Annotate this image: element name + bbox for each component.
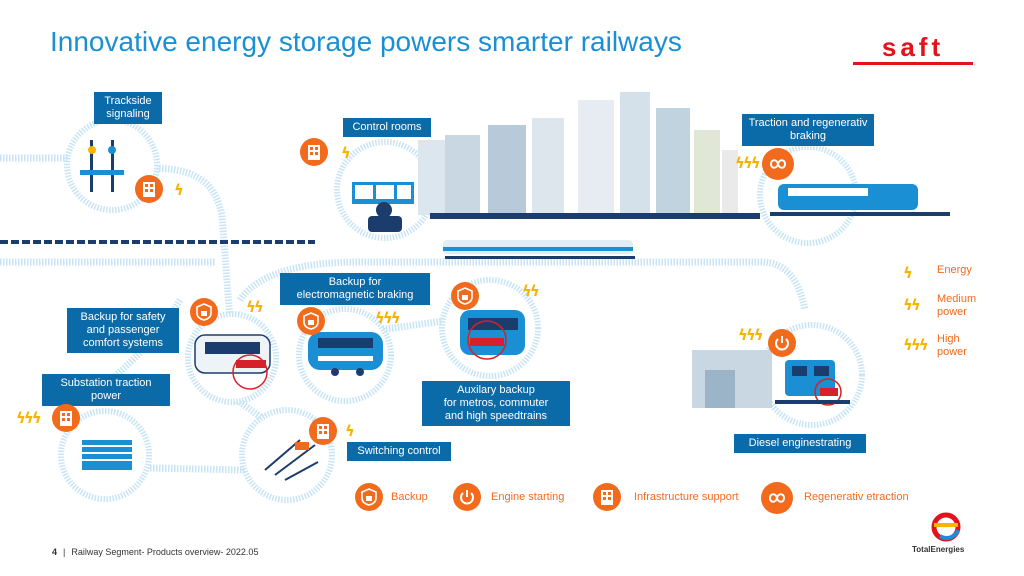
power-icon [768,329,796,357]
legend-energy-bolt-icon: ϟ [903,264,913,282]
diesel-locomotive [775,360,850,406]
label-switching-control: Switching control [347,442,451,461]
footer: 4 | Railway Segment- Products overview- 20… [52,547,258,557]
label-control-rooms: Control rooms [343,118,431,137]
legend-shield-lock-icon [355,483,383,511]
legend-medium-label: Medium power [937,293,977,318]
switching-tracks [264,439,319,481]
regional-train [194,334,271,390]
label-backup-safety-comfort: Backup for safety and passenger comfort … [67,308,179,353]
label-substation-traction-power: Substation traction power [42,374,170,406]
legend-medium-bolt-icon: ϟϟ [903,296,921,314]
label-auxiliary-backup: Auxilary backup for metros, commuter and… [422,381,570,426]
high-power-bolt-icon: ϟϟϟ [16,409,42,427]
legend-infrastructure-support-label: Infrastructure support [634,491,739,503]
shield-lock-icon [451,282,479,310]
legend-regenerative-traction-label: Regenerativ etraction [804,491,909,503]
high-power-bolt-icon: ϟϟϟ [735,154,761,172]
high-power-bolt-icon: ϟϟϟ [375,309,401,327]
control-room [352,182,414,232]
building-icon [52,404,80,432]
legend-high-label: High power [937,333,967,358]
legend-building-icon [593,483,621,511]
saft-logo: saft [853,34,973,65]
medium-power-bolt-icon: ϟϟ [246,298,264,316]
high-speed-train [443,240,635,259]
legend-engine-starting-label: Engine starting [491,491,565,503]
legend-high-bolt-icon: ϟϟϟ [903,336,929,354]
label-traction-regenerative-braking: Traction and regenerativ braking [742,114,874,146]
energy-bolt-icon: ϟ [174,181,184,199]
signaling [80,140,124,192]
legend-infinity-icon [761,482,793,514]
infinity-icon [762,148,794,180]
tram [770,184,950,216]
high-power-bolt-icon: ϟϟϟ [738,326,764,344]
building-icon [300,138,328,166]
building-icon [309,417,337,445]
substation [82,440,132,470]
label-diesel-engine-starting: Diesel enginestrating [734,434,866,453]
commuter-train [460,310,525,360]
shield-lock-icon [190,298,218,326]
legend-energy-label: Energy [937,264,972,276]
legend-power-icon [453,483,481,511]
totalenergies-wordmark: TotalEnergies [912,545,965,554]
footer-separator: | [63,547,66,557]
svg-text:saft: saft [882,34,944,62]
page-title: Innovative energy storage powers smarter… [50,26,682,57]
label-backup-electromagnetic-braking: Backup for electromagnetic braking [280,273,430,305]
totalenergies-logo [931,512,961,542]
building-icon [135,175,163,203]
legend-backup-label: Backup [391,491,428,503]
label-trackside-signaling: Trackside signaling [94,92,162,124]
medium-power-bolt-icon: ϟϟ [522,282,540,300]
depot [692,350,772,408]
city-skyline [418,92,760,219]
energy-bolt-icon: ϟ [345,422,355,440]
energy-bolt-icon: ϟ [341,144,351,162]
page-number: 4 [52,547,58,557]
shield-lock-icon [297,307,325,335]
footer-text: Railway Segment- Products overview- 2022… [71,547,259,557]
metro-train [308,332,383,376]
